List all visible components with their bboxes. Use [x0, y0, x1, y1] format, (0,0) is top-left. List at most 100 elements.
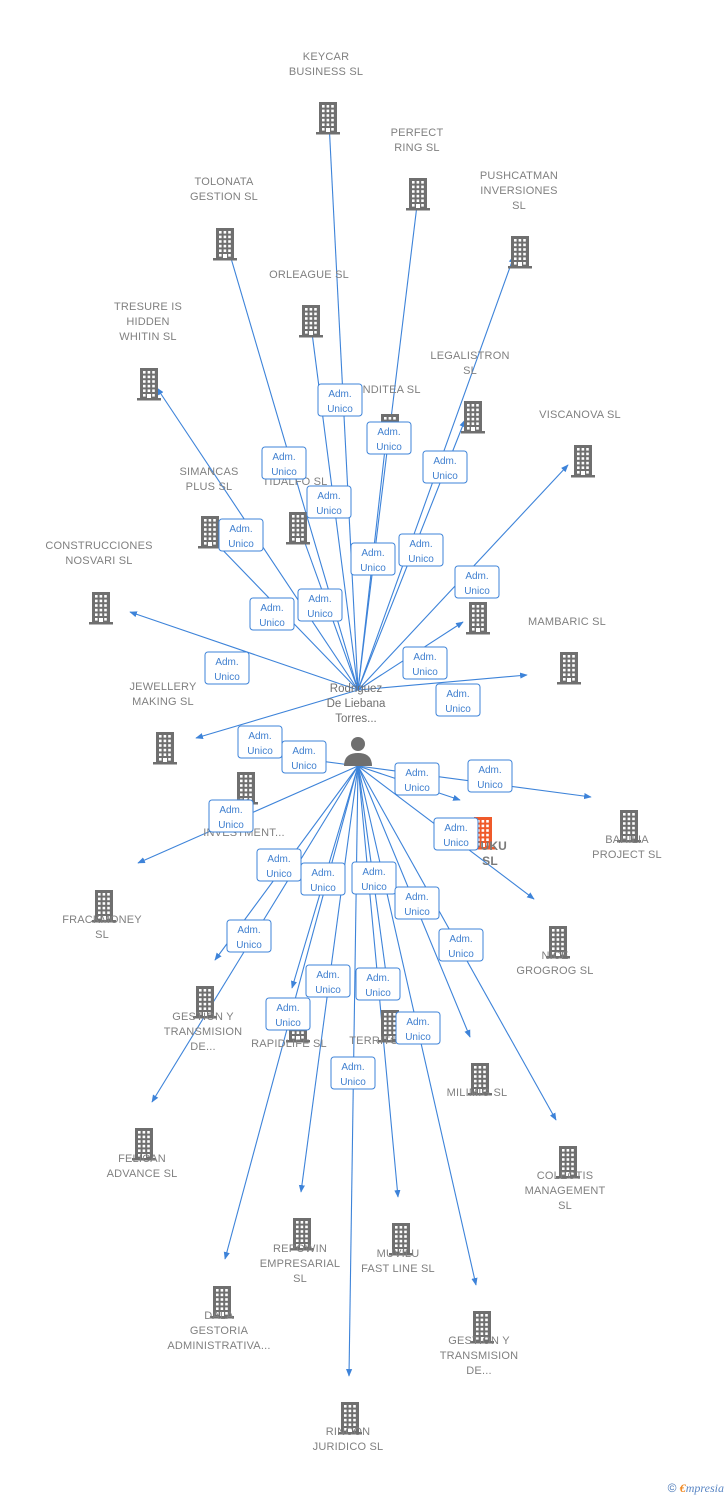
company-label: SL — [558, 1200, 572, 1212]
building-icon — [132, 1128, 156, 1161]
company-node-dala[interactable]: DALAGESTORIAADMINISTRATIVA... — [167, 1286, 270, 1352]
role-tag: Adm.Unico — [317, 383, 363, 417]
building-icon — [198, 516, 222, 549]
building-icon — [461, 401, 485, 434]
company-label: DE... — [190, 1041, 215, 1053]
company-label: CONSTRUCCIONES — [45, 540, 152, 552]
company-node-territo[interactable]: TERRITO — [349, 1010, 402, 1047]
role-text: Unico — [477, 780, 503, 791]
company-node-gestion-left[interactable]: GESTION YTRANSMISIONDE... — [164, 986, 243, 1053]
role-tag: Adm.Unico — [300, 862, 346, 896]
company-node-viscanova[interactable]: VISCANOVA SL — [539, 409, 621, 478]
company-label: ADVANCE SL — [107, 1168, 178, 1180]
role-text: Adm. — [446, 689, 469, 700]
company-node-gestion-bottom[interactable]: GESTION YTRANSMISIONDE... — [440, 1311, 519, 1377]
role-text: Unico — [259, 618, 285, 629]
company-node-construcciones[interactable]: CONSTRUCCIONES NOSVARI SL — [45, 540, 152, 625]
company-label: GESTORIA — [190, 1325, 249, 1337]
role-tag: Adm.Unico — [306, 485, 352, 519]
role-text: Unico — [228, 539, 254, 550]
role-text: Adm. — [433, 456, 456, 467]
company-label: RAPIDLIFE SL — [251, 1038, 327, 1050]
company-label: MILIMIG SL — [447, 1087, 508, 1099]
role-text: Adm. — [405, 768, 428, 779]
building-icon — [210, 1286, 234, 1319]
building-icon — [546, 926, 570, 959]
role-text: Unico — [340, 1077, 366, 1088]
role-text: Unico — [404, 907, 430, 918]
role-text: Adm. — [449, 934, 472, 945]
building-icon — [508, 236, 532, 269]
role-text: Adm. — [377, 427, 400, 438]
role-tag: Adm.Unico — [355, 967, 401, 1001]
edge-construcciones — [129, 611, 359, 691]
company-label: TERRITO — [349, 1035, 399, 1047]
company-node-tidalfo[interactable]: TIDALFO SL — [263, 476, 328, 545]
company-label: ADMINISTRATIVA... — [167, 1340, 270, 1352]
building-icon — [389, 1223, 413, 1256]
building-icon — [470, 1311, 494, 1344]
role-text: Unico — [443, 838, 469, 849]
company-node-milimig[interactable]: MILIMIG SL — [447, 1063, 508, 1099]
role-tag: Adm.Unico — [398, 533, 444, 567]
company-label: ORLEAGUE SL — [269, 269, 349, 281]
role-tag: Adm.Unico — [402, 646, 448, 680]
footer-brand[interactable]: © €mpresia — [668, 1481, 724, 1496]
company-node-mambaric[interactable]: MAMBARIC SL — [528, 616, 606, 685]
role-text: Adm. — [465, 571, 488, 582]
company-label: EMPRESARIAL — [260, 1258, 340, 1270]
role-tag: Adm.Unico — [454, 565, 500, 599]
company-label: NOSVARI SL — [65, 555, 132, 567]
role-text: Adm. — [413, 652, 436, 663]
company-label: SL — [463, 365, 477, 377]
role-text: Adm. — [328, 389, 351, 400]
role-text: Unico — [315, 985, 341, 996]
role-tag: Adm.Unico — [350, 542, 396, 576]
role-tag: Adm.Unico — [330, 1056, 376, 1090]
company-label: FUKU — [473, 839, 507, 853]
company-node-orleague[interactable]: ORLEAGUE SL — [269, 269, 349, 338]
building-icon — [571, 445, 595, 478]
role-tag: Adm.Unico — [256, 848, 302, 882]
role-text: Adm. — [215, 657, 238, 668]
company-node-legalistron[interactable]: LEGALISTRON SL — [430, 350, 509, 434]
company-label: GESTION Y — [448, 1335, 510, 1347]
company-label: INDITEA SL — [359, 384, 420, 396]
company-label: TRANSMISION — [440, 1350, 519, 1362]
building-icon — [299, 305, 323, 338]
role-tag: Adm.Unico — [395, 1011, 441, 1045]
role-text: Unico — [361, 882, 387, 893]
company-label: RING SL — [394, 142, 439, 154]
role-text: Unico — [271, 467, 297, 478]
company-label: MAKING SL — [132, 696, 194, 708]
company-label: TRANSMISION — [164, 1026, 243, 1038]
person-label: Torres... — [335, 713, 377, 725]
company-label: FRACKMONEY — [62, 914, 142, 926]
role-tag: Adm.Unico — [204, 651, 250, 685]
company-label: REPOWIN — [273, 1243, 327, 1255]
building-icon — [153, 732, 177, 765]
role-text: Unico — [218, 820, 244, 831]
company-label: LEGALISTRON — [430, 350, 509, 362]
role-tag: Adm.Unico — [237, 725, 283, 759]
role-tag: Adm.Unico — [281, 740, 327, 774]
role-text: Unico — [365, 988, 391, 999]
